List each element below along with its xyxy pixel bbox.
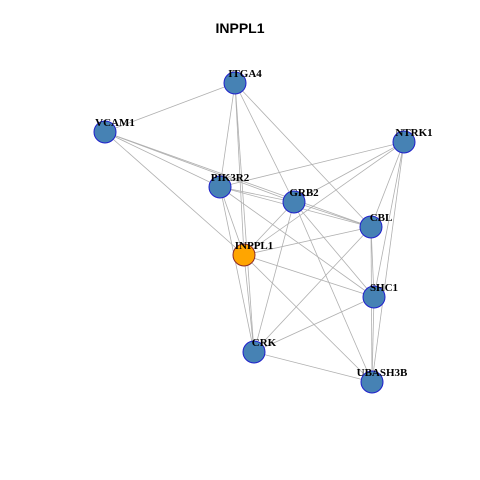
node-label-ubash3b: UBASH3B	[357, 367, 408, 379]
edge-crk-ubash3b	[253, 351, 373, 383]
edge-pik3r2-grb2	[219, 186, 295, 203]
node-label-cbl: CBL	[370, 212, 393, 224]
edge-cbl-inppl1	[243, 226, 372, 256]
edge-ntrk1-pik3r2	[219, 141, 405, 188]
edge-grb2-inppl1	[243, 201, 295, 256]
edge-pik3r2-shc1	[219, 186, 375, 298]
edge-vcam1-inppl1	[104, 131, 245, 256]
node-inppl1	[232, 243, 256, 267]
edge-cbl-shc1	[370, 226, 375, 298]
edge-ntrk1-inppl1	[243, 141, 405, 256]
edge-inppl1-ubash3b	[243, 254, 373, 383]
edge-vcam1-pik3r2	[104, 131, 221, 188]
edge-pik3r2-inppl1	[219, 186, 245, 256]
edge-pik3r2-crk	[219, 186, 255, 353]
node-shc1	[362, 285, 386, 309]
node-layer	[93, 71, 416, 394]
edge-ntrk1-shc1	[373, 141, 405, 298]
edge-itga4-cbl	[234, 82, 372, 228]
edge-ntrk1-grb2	[293, 141, 405, 203]
edge-itga4-pik3r2	[219, 82, 236, 188]
edge-shc1-ubash3b	[371, 296, 375, 383]
edge-cbl-crk	[253, 226, 372, 353]
edge-grb2-ubash3b	[293, 201, 373, 383]
node-label-itga4: ITGA4	[228, 68, 262, 80]
edge-grb2-cbl	[293, 201, 372, 228]
node-label-pik3r2: PIK3R2	[211, 172, 250, 184]
edge-itga4-vcam1	[104, 82, 236, 133]
node-label-grb2: GRB2	[289, 187, 319, 199]
edge-grb2-crk	[253, 201, 295, 353]
figure-title: INPPL1	[215, 20, 265, 36]
node-ubash3b	[360, 370, 384, 394]
edge-inppl1-crk	[243, 254, 255, 353]
node-grb2	[282, 190, 306, 214]
node-label-vcam1: VCAM1	[95, 117, 135, 129]
edge-vcam1-cbl	[104, 131, 372, 228]
node-pik3r2	[208, 175, 232, 199]
node-label-crk: CRK	[252, 337, 277, 349]
edge-itga4-inppl1	[234, 82, 245, 256]
node-label-ntrk1: NTRK1	[395, 127, 432, 139]
edge-layer	[104, 82, 405, 383]
node-itga4	[223, 71, 247, 95]
edge-ntrk1-cbl	[370, 141, 405, 228]
edge-shc1-crk	[253, 296, 375, 353]
node-label-shc1: SHC1	[370, 282, 398, 294]
edge-itga4-grb2	[234, 82, 295, 203]
edge-itga4-crk	[234, 82, 255, 353]
node-vcam1	[93, 120, 117, 144]
edge-grb2-shc1	[293, 201, 375, 298]
edge-ntrk1-ubash3b	[371, 141, 405, 383]
edge-inppl1-shc1	[243, 254, 375, 298]
node-cbl	[359, 215, 383, 239]
node-ntrk1	[392, 130, 416, 154]
node-label-inppl1: INPPL1	[235, 240, 274, 252]
node-crk	[242, 340, 266, 364]
